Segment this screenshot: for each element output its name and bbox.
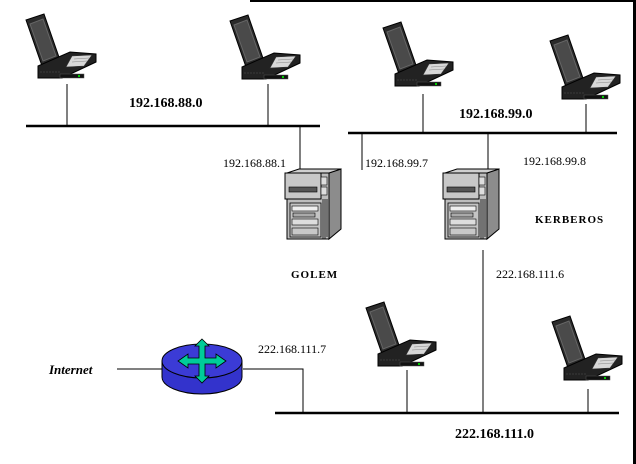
laptop-icon — [551, 315, 623, 381]
server-icon — [284, 168, 342, 240]
laptop-icon — [25, 13, 97, 79]
internet-label: Internet — [49, 362, 93, 377]
laptop-icon — [365, 301, 437, 367]
golem-ip-88: 192.168.88.1 — [223, 156, 286, 170]
network-label-111: 222.168.111.0 — [455, 427, 534, 442]
laptop-icon — [229, 14, 301, 80]
router-ip-111: 222.168.111.7 — [258, 342, 327, 356]
host-label-golem: GOLEM — [291, 269, 339, 281]
frame-top-border — [250, 0, 636, 2]
golem-ip-99: 192.168.99.7 — [365, 156, 428, 170]
link-router-111 — [243, 368, 304, 413]
server-icon — [442, 168, 500, 240]
frame-right-border — [633, 0, 636, 464]
network-label-99: 192.168.99.0 — [459, 107, 533, 122]
kerberos-ip-111: 222.168.111.6 — [496, 267, 565, 281]
network-label-88: 192.168.88.0 — [129, 96, 203, 111]
router-icon — [161, 338, 243, 395]
laptop-icon — [382, 21, 454, 87]
kerberos-ip-99: 192.168.99.8 — [523, 154, 586, 168]
host-label-kerberos: KERBEROS — [535, 214, 605, 226]
laptop-icon — [549, 34, 621, 100]
